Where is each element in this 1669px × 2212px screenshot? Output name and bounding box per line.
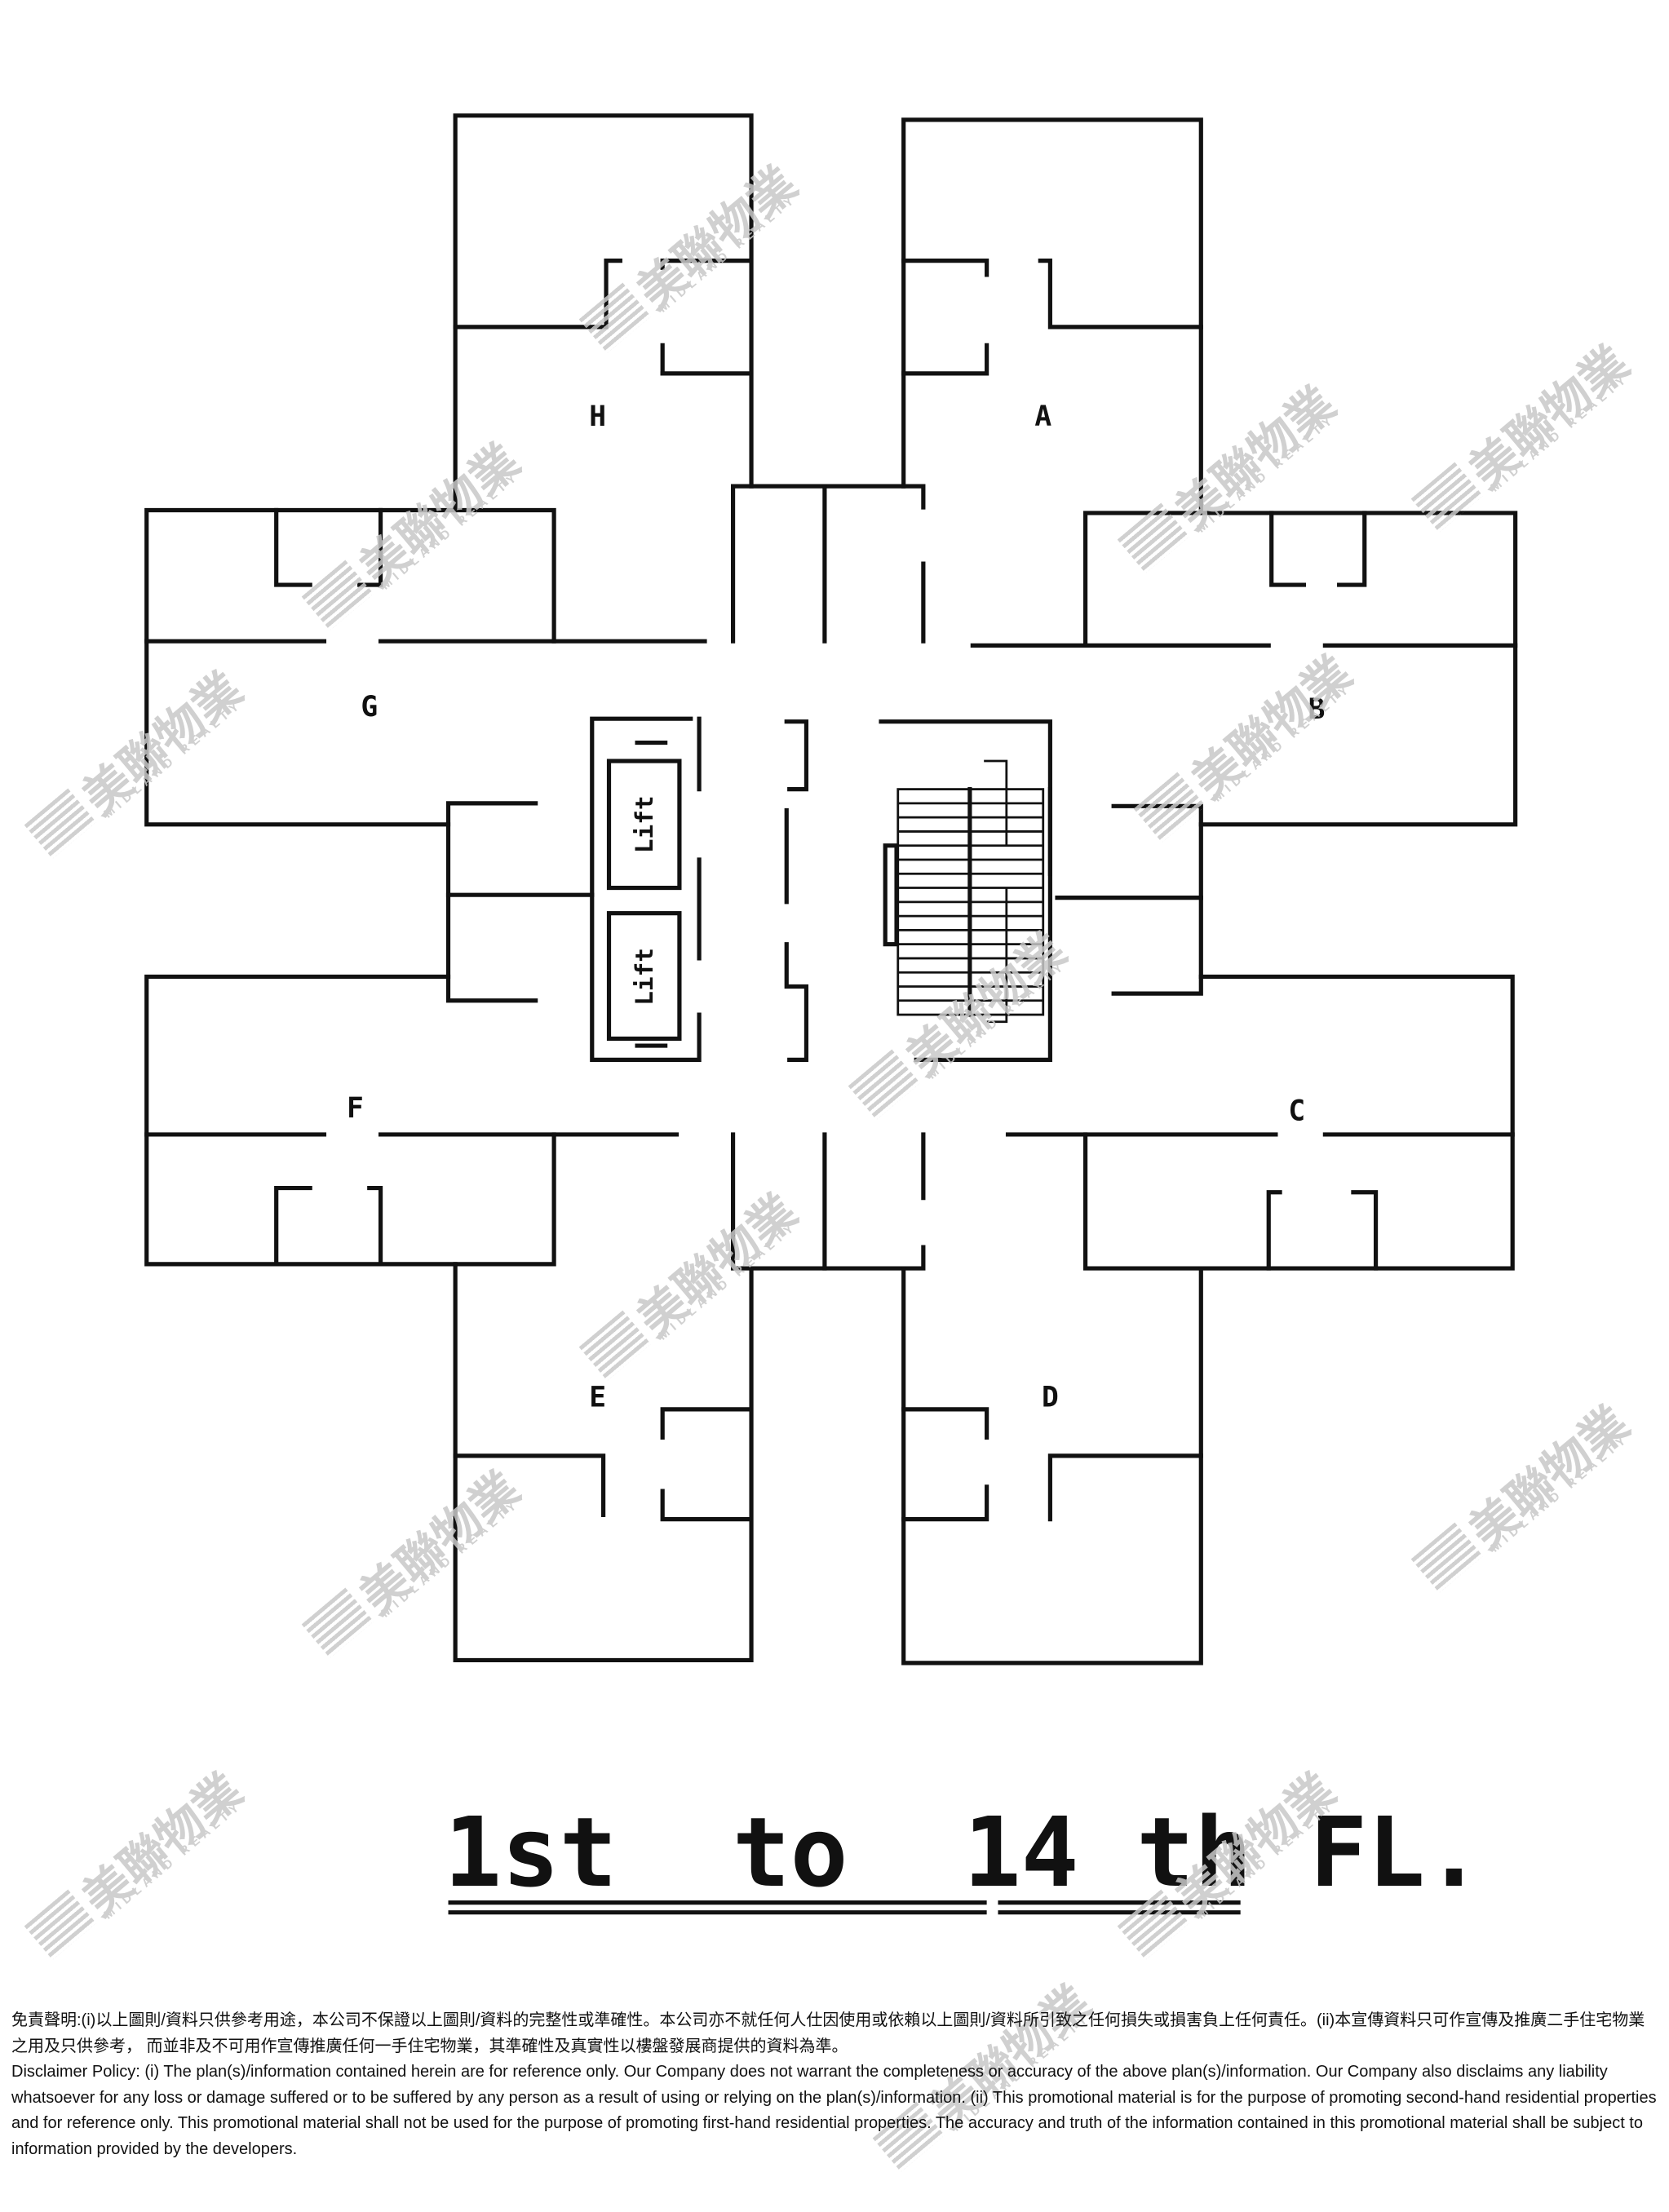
lift-core xyxy=(590,716,702,1062)
unit-label-g: G xyxy=(361,691,378,723)
unit-label-a: A xyxy=(1034,400,1051,433)
svg-text:Lift: Lift xyxy=(631,948,658,1006)
unit-label-c: C xyxy=(1288,1095,1305,1128)
unit-label-f: F xyxy=(347,1092,364,1125)
center-top-rooms xyxy=(730,484,926,644)
svg-text:Lift: Lift xyxy=(631,795,658,853)
right-side-rooms xyxy=(1055,803,1203,996)
disclaimer-english: Disclaimer Policy: (i) The plan(s)/infor… xyxy=(11,2063,1657,2158)
floor-title: 1st to 14 th FL. xyxy=(444,1797,1482,1909)
unit-label-h: H xyxy=(589,400,606,433)
unit-e-walls xyxy=(453,1262,754,1663)
lift-label-1: Lift xyxy=(631,795,658,853)
disclaimer-chinese: 免責聲明:(i)以上圖則/資料只供參考用途，本公司不保證以上圖則/資料的完整性或… xyxy=(11,2011,1645,2055)
staircase xyxy=(879,719,1052,1062)
unit-h-walls xyxy=(453,113,754,510)
corridor-walls xyxy=(784,719,809,1062)
unit-d-walls xyxy=(901,1266,1203,1666)
unit-f-walls xyxy=(144,974,680,1267)
unit-label-e: E xyxy=(589,1381,606,1413)
unit-b-walls xyxy=(970,511,1518,827)
floor-plan: Lift Lift xyxy=(144,113,1518,1915)
unit-g-walls xyxy=(144,507,707,827)
unit-a-walls xyxy=(901,117,1203,513)
lift-label-2: Lift xyxy=(631,948,658,1006)
left-side-rooms xyxy=(445,801,595,1003)
center-bottom-rooms xyxy=(730,1132,926,1271)
disclaimer: 免責聲明:(i)以上圖則/資料只供參考用途，本公司不保證以上圖則/資料的完整性或… xyxy=(11,2008,1659,2162)
unit-label-d: D xyxy=(1042,1381,1059,1413)
stair-treads xyxy=(897,802,1043,1002)
unit-label-b: B xyxy=(1308,693,1326,726)
unit-c-walls xyxy=(1005,974,1515,1271)
